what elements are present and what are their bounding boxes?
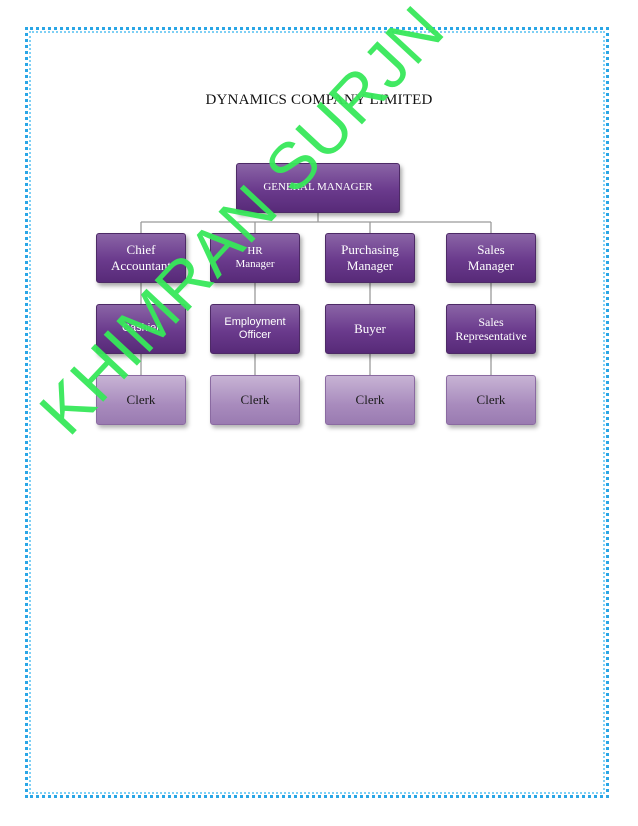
node-general-manager: GENERAL MANAGER xyxy=(236,163,400,213)
node-sales-manager: Sales Manager xyxy=(446,233,536,283)
node-purchasing-manager: Purchasing Manager xyxy=(325,233,415,283)
node-clerk-2: Clerk xyxy=(210,375,300,425)
node-sales-representative: Sales Representative xyxy=(446,304,536,354)
node-hr-manager: HR Manager xyxy=(210,233,300,283)
page-border-inner xyxy=(29,31,605,794)
node-clerk-1: Clerk xyxy=(96,375,186,425)
page-border xyxy=(25,27,609,798)
node-buyer: Buyer xyxy=(325,304,415,354)
node-clerk-4: Clerk xyxy=(446,375,536,425)
node-clerk-3: Clerk xyxy=(325,375,415,425)
node-employment-officer: Employment Officer xyxy=(210,304,300,354)
document-title: DYNAMICS COMPANY LIMITED xyxy=(205,92,433,108)
node-chief-accountant: Chief Accountant xyxy=(96,233,186,283)
node-cashier: Cashier xyxy=(96,304,186,354)
